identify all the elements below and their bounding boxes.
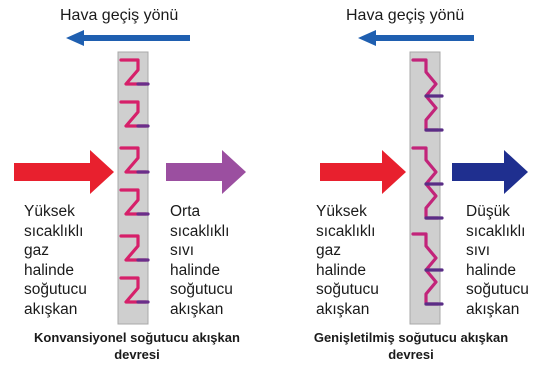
panel-caption: Konvansiyonel soğutucu akışkan devresi bbox=[0, 329, 274, 363]
airflow-arrow-shaft bbox=[374, 35, 474, 41]
refrigerant-tube-group bbox=[119, 58, 148, 304]
refrigerant-tube bbox=[119, 188, 148, 216]
outlet-text-line: akışkan bbox=[466, 300, 520, 318]
outlet-text-line: soğutucu bbox=[170, 281, 233, 298]
inlet-text-line: halinde bbox=[24, 261, 74, 279]
inlet-text-line: gaz bbox=[24, 242, 49, 259]
heat-exchanger-fin bbox=[117, 51, 149, 325]
inlet-description: Yüksek sıcaklıklı gaz halinde soğutucu a… bbox=[316, 202, 379, 319]
inlet-text-line: sıcaklıklı bbox=[316, 222, 376, 240]
refrigerant-tube bbox=[119, 234, 148, 262]
conventional-circuit-diagram bbox=[14, 30, 246, 325]
airflow-arrow-head bbox=[358, 30, 376, 46]
refrigerant-tube bbox=[119, 100, 148, 128]
caption-line: devresi bbox=[388, 347, 434, 362]
inlet-text-line: gaz bbox=[316, 242, 341, 259]
outlet-text-line: sıcaklıklı bbox=[466, 222, 526, 240]
inlet-flow-arrow bbox=[14, 150, 114, 194]
airflow-arrow-shaft bbox=[82, 35, 190, 41]
inlet-text-line: Yüksek bbox=[24, 203, 75, 220]
outlet-text-line: soğutucu bbox=[466, 281, 529, 298]
airflow-arrow bbox=[66, 30, 190, 46]
inlet-description: Yüksek sıcaklıklı gaz halinde soğutucu a… bbox=[24, 202, 87, 319]
outlet-text-line: sıvı bbox=[170, 242, 195, 259]
outlet-text-line: Düşük bbox=[466, 203, 510, 220]
extended-circuit-diagram bbox=[320, 30, 528, 325]
refrigerant-tube bbox=[119, 146, 148, 174]
inlet-text-line: akışkan bbox=[24, 300, 78, 318]
inlet-text-line: akışkan bbox=[316, 300, 370, 318]
airflow-direction-label: Hava geçiş yönü bbox=[60, 7, 179, 24]
inlet-text-line: Yüksek bbox=[316, 203, 367, 220]
tube-outlet-stubs bbox=[424, 94, 444, 306]
airflow-arrow bbox=[358, 30, 474, 46]
outlet-text-line: akışkan bbox=[170, 300, 224, 318]
caption-line: Konvansiyonel soğutucu akışkan bbox=[34, 330, 240, 345]
outlet-text-line: halinde bbox=[466, 261, 516, 279]
outlet-text-line: Orta bbox=[170, 203, 201, 220]
inlet-text-line: halinde bbox=[316, 261, 366, 279]
caption-line: devresi bbox=[114, 347, 160, 362]
outlet-text-line: sıvı bbox=[466, 242, 491, 259]
outlet-description: Orta sıcaklıklı sıvı halinde soğutucu ak… bbox=[170, 202, 233, 319]
outlet-text-line: sıcaklıklı bbox=[170, 222, 230, 240]
panel-caption: Genişletilmiş soğutucu akışkan devresi bbox=[274, 329, 548, 363]
inlet-text-line: sıcaklıklı bbox=[24, 222, 84, 240]
airflow-direction-label: Hava geçiş yönü bbox=[346, 7, 465, 24]
tube-outlet-stubs bbox=[136, 82, 150, 304]
outlet-text-line: halinde bbox=[170, 261, 220, 279]
refrigerant-tube bbox=[119, 276, 148, 304]
outlet-flow-arrow bbox=[452, 150, 528, 194]
extended-circuit-panel: Hava geçiş yönü Yüksek sıcaklıklı gaz ha… bbox=[274, 0, 548, 367]
inlet-flow-arrow bbox=[320, 150, 406, 194]
caption-line: Genişletilmiş soğutucu akışkan bbox=[313, 330, 509, 345]
outlet-description: Düşük sıcaklıklı sıvı halinde soğutucu a… bbox=[466, 202, 529, 319]
inlet-text-line: soğutucu bbox=[24, 281, 87, 298]
inlet-text-line: soğutucu bbox=[316, 281, 379, 298]
outlet-flow-arrow bbox=[166, 150, 246, 194]
airflow-arrow-head bbox=[66, 30, 84, 46]
conventional-circuit-panel: Hava geçiş yönü Yük bbox=[0, 7, 274, 363]
refrigerant-tube bbox=[119, 58, 148, 86]
